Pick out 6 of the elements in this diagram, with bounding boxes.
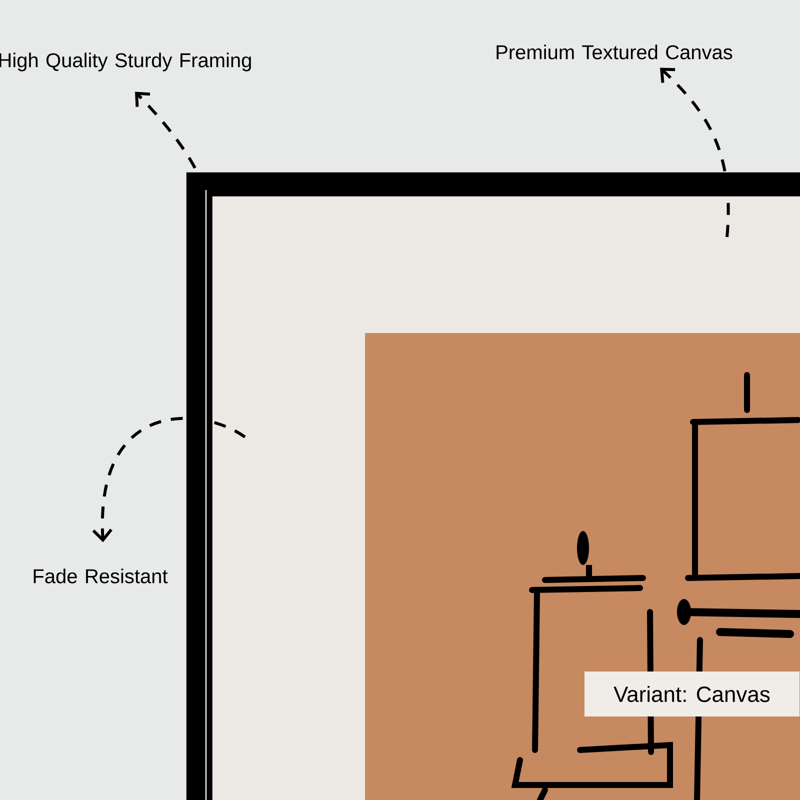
callout-text: Fade Resistant: [34, 568, 168, 584]
callout-text: Premium Textured Canvas: [496, 44, 732, 60]
leader-line: [660, 68, 730, 238]
leader-line: [135, 92, 196, 169]
leader-line: [92, 416, 246, 542]
variant-label: Variant: Canvas: [584, 672, 800, 717]
